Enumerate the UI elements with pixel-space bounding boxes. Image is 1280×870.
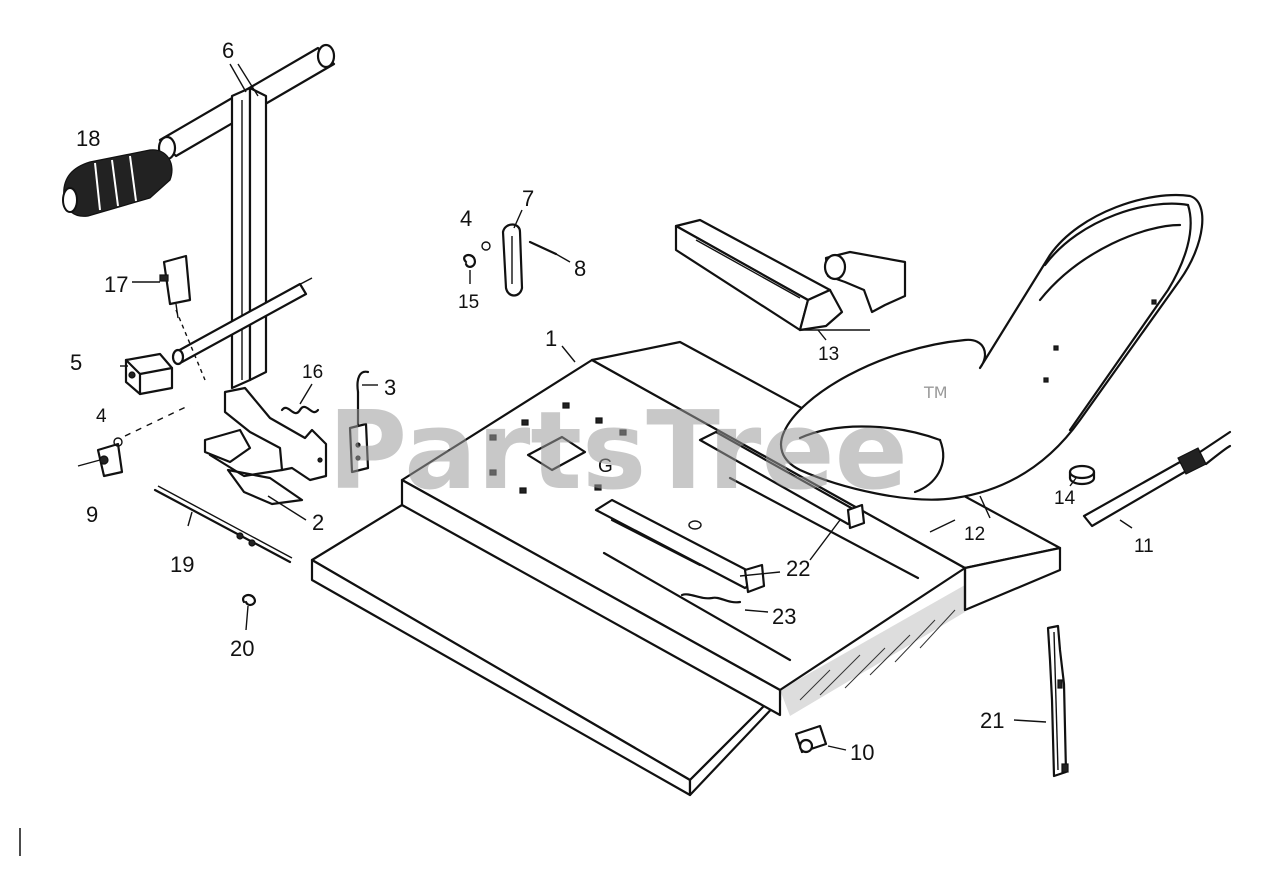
- side-bracket: [1046, 624, 1069, 778]
- clevis-pin: [528, 240, 571, 263]
- hairpin-clip: [463, 253, 476, 284]
- callout-3: 3: [384, 375, 396, 400]
- callout-2: 2: [312, 510, 324, 535]
- callout-12: 12: [964, 524, 985, 545]
- callout-1: 1: [545, 326, 557, 351]
- floor-pan: G: [310, 340, 1062, 797]
- callout-16: 16: [302, 362, 323, 383]
- washer-upper: [481, 241, 491, 251]
- callout-15: 15: [458, 292, 479, 313]
- seat-rail-left: [594, 498, 766, 594]
- deck-stamp-text: G: [598, 456, 613, 477]
- washer-lower: [113, 437, 123, 447]
- callout-22: 22: [786, 556, 810, 581]
- mounting-bracket: [203, 386, 328, 506]
- callout-17: 17: [104, 272, 128, 297]
- cotter-pin: [242, 593, 256, 631]
- seat-adjust-rod: [1082, 430, 1232, 528]
- callout-4-upper: 4: [460, 206, 472, 231]
- arm-rest: [674, 218, 907, 332]
- callout-14: 14: [1054, 488, 1076, 509]
- callout-7: 7: [522, 186, 534, 211]
- latch-lever: [501, 209, 524, 297]
- deck-clip: [794, 724, 847, 754]
- callout-21: 21: [980, 708, 1004, 733]
- link-rod: [153, 485, 293, 564]
- callout-6: 6: [222, 38, 234, 63]
- callout-11: 11: [1134, 536, 1154, 557]
- callout-4-lower: 4: [96, 406, 107, 427]
- watermark-trademark: TM: [923, 383, 948, 402]
- underside-hatching: [799, 609, 956, 701]
- seat-spring: [680, 593, 769, 613]
- leader-lines: [120, 281, 1133, 723]
- callout-23: 23: [772, 604, 796, 629]
- return-spring: [280, 383, 320, 415]
- seat-latch: [348, 370, 378, 474]
- callout-10: 10: [850, 740, 874, 765]
- callout-13: 13: [818, 344, 839, 365]
- callout-19: 19: [170, 552, 194, 577]
- callout-20: 20: [230, 636, 254, 661]
- grip: [62, 149, 173, 217]
- deck-holes: G: [489, 402, 702, 530]
- switch: [159, 254, 206, 381]
- seat: [780, 194, 1204, 501]
- callout-5: 5: [70, 350, 82, 375]
- callout-9: 9: [86, 502, 98, 527]
- watermark-text: PartsTree: [328, 389, 908, 514]
- handle-bar: [157, 43, 336, 390]
- bumper-washer: [1068, 464, 1096, 486]
- callout-labels: 1 2 3 4 4 5 6 7 8 9 10 11 12 13 14 15 16…: [70, 38, 1154, 765]
- pivot-block: [124, 352, 174, 396]
- pivot-clip: [77, 404, 191, 478]
- callout-18: 18: [76, 126, 100, 151]
- seat-rail-right: [698, 430, 866, 530]
- callout-8: 8: [574, 256, 586, 281]
